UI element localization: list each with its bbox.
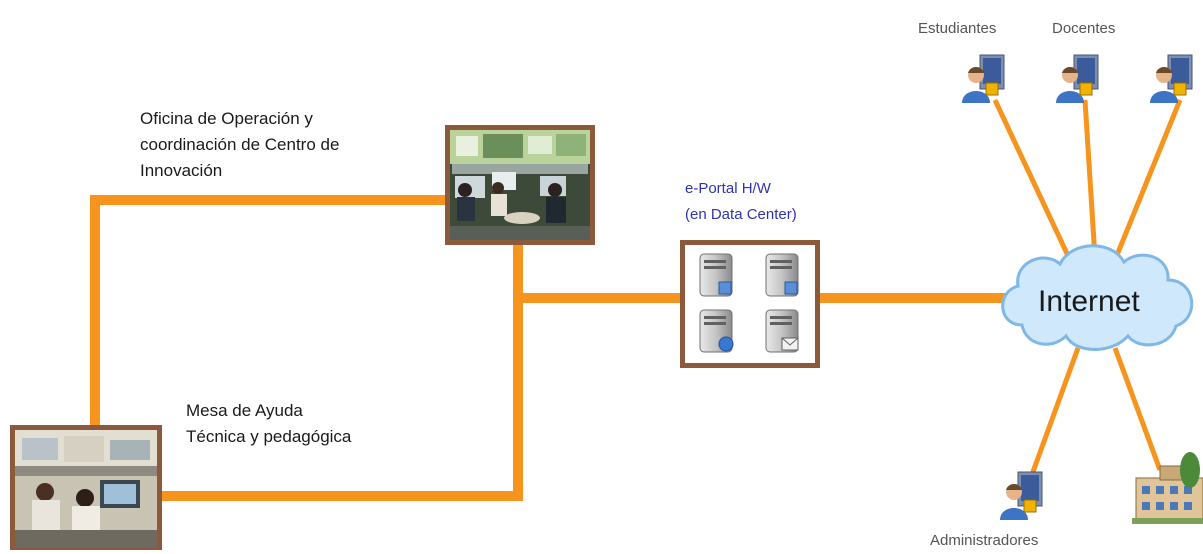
server-icon [699,253,733,297]
server-icon [765,253,799,297]
internet-cloud-icon [1001,244,1194,351]
office-photo [445,125,595,245]
spoke-teacher [1082,99,1098,259]
office-label-line: coordinación de Centro de [140,135,340,154]
office-label-line: Innovación [140,161,223,180]
office-label: Oficina de Operación y coordinación de C… [140,106,339,184]
helpdesk-label-line: Técnica y pedagógica [186,427,352,446]
school-building-icon [1132,452,1203,524]
teachers-label: Docentes [1052,20,1116,37]
students-label: Estudiantes [918,20,997,37]
user-icon [1000,471,1043,520]
spoke-user-right [1112,99,1183,261]
connector-lines [90,195,1030,501]
office-portal-connector [513,243,682,303]
user-icon [1150,54,1193,103]
portal-label: e-Portal H/W (en Data Center) [685,176,797,228]
admins-label: Administradores [930,532,1039,549]
office-helpdesk-connector [90,195,448,428]
spoke-admin [1027,347,1081,481]
portal-server-box [680,240,820,368]
internet-label: Internet [1038,285,1140,318]
portal-label-line: e-Portal H/W [685,180,771,197]
spoke-lines [992,98,1183,481]
spoke-building [1112,347,1163,471]
server-icon [699,309,734,353]
helpdesk-photo [10,425,162,550]
spoke-student [992,98,1073,262]
helpdesk-label: Mesa de Ayuda Técnica y pedagógica [186,398,351,450]
helpdesk-label-line: Mesa de Ayuda [186,401,303,420]
portal-label-line: (en Data Center) [685,206,797,223]
helpdesk-portal-connector [160,298,523,501]
user-icon [1056,54,1099,103]
office-label-line: Oficina de Operación y [140,109,313,128]
server-icon [765,309,799,353]
user-icon [962,54,1005,103]
